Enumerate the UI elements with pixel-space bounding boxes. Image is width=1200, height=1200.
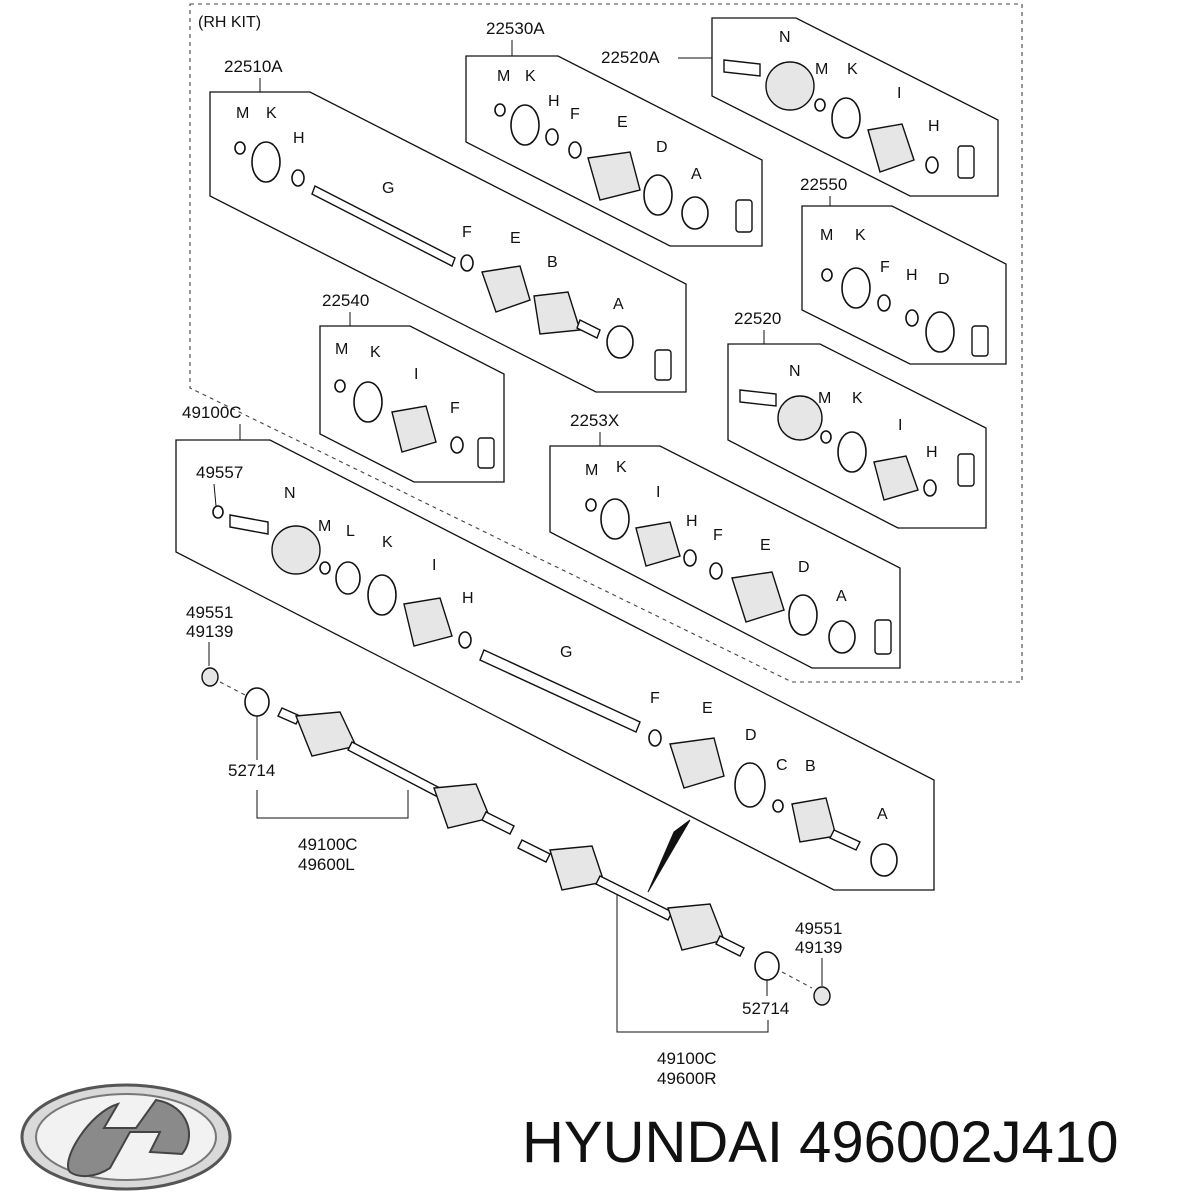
kit-22520A: 22520A N M K I H [601,17,999,197]
part-ref-ref-49600r: 49600R [657,1069,717,1088]
part-letter-d: D [745,727,757,744]
part-letter-f: F [570,106,580,123]
part-letter-i: I [897,85,901,102]
part-letter-h: H [686,513,698,530]
part-ref-ref-49139-l: 49139 [186,622,233,641]
kit-22510A: 22510A M K H G F E B A [209,57,687,393]
part-ref-kit-22520: 22520 [734,309,781,328]
part-ref-ref-49100c-l: 49100C [298,835,358,854]
part-ref-ref-52714-l: 52714 [228,761,275,780]
part-letter-g: G [382,180,394,197]
kit-22530A: 22530A M K H F E D A [465,19,763,247]
part-ref-kit-22540: 22540 [322,291,369,310]
part-letter-f: F [650,690,660,707]
part-letter-n: N [789,363,801,380]
part-letter-e: E [510,230,521,247]
part-letter-f: F [880,259,890,276]
part-letter-h: H [548,93,560,110]
part-ref-kit-2253x: 2253X [570,411,619,430]
part-letter-m: M [818,390,831,407]
part-letter-e: E [760,537,771,554]
part-letter-i: I [898,417,902,434]
part-letter-k: K [266,105,277,122]
part-letter-f: F [713,527,723,544]
part-letter-a: A [613,296,624,313]
kit-22540: 22540 M K I F [319,291,505,483]
kit-49100C: 49100C 49557 N M L K I H G F E D C B A [175,403,935,891]
part-letter-e: E [617,114,628,131]
part-letter-i: I [414,366,418,383]
part-letter-d: D [938,271,950,288]
part-ref-kit-22520a: 22520A [601,48,660,67]
part-letter-h: H [293,130,305,147]
part-letter-n: N [779,29,791,46]
part-letter-m: M [236,105,249,122]
part-letter-n: N [284,485,296,502]
part-letter-m: M [585,462,598,479]
part-letter-m: M [815,61,828,78]
part-letter-h: H [906,267,918,284]
part-ref-ref-49100c-r: 49100C [657,1049,717,1068]
part-ref-ref-49600l: 49600L [298,855,355,874]
ref-22510A: 22510A [224,57,283,76]
hyundai-logo [20,1083,232,1191]
assembled-shaft-left: 49551 49139 52714 49100C 49600L [186,603,515,874]
part-letter-f: F [450,400,460,417]
part-letter-m: M [820,227,833,244]
part-letter-k: K [855,227,866,244]
part-letter-h: H [462,590,474,607]
part-letter-g: G [560,644,572,661]
part-letter-k: K [525,68,536,85]
kit-22520: 22520 N M K I H [727,309,987,529]
kit-2253X: 2253X M K I H F E D A [549,411,901,669]
kit-22550: 22550 M K F H D [800,175,1007,365]
part-letter-k: K [616,459,627,476]
part-letter-c: C [776,757,788,774]
part-letter-a: A [877,806,888,823]
part-letter-a: A [836,588,847,605]
part-letter-l: L [346,523,355,540]
part-letter-h: H [928,118,940,135]
part-letter-m: M [318,518,331,535]
part-ref-ref-49139-r: 49139 [795,938,842,957]
part-letter-f: F [462,224,472,241]
part-letter-d: D [798,559,810,576]
part-ref-ref-52714-r: 52714 [742,999,789,1018]
rh-kit-outline [189,3,1023,683]
part-ref-ref-49557: 49557 [196,463,243,482]
part-letter-k: K [852,390,863,407]
part-letter-b: B [805,758,816,775]
part-letter-k: K [370,344,381,361]
rh-kit-title: (RH KIT) [198,14,261,31]
part-ref-ref-49551-r: 49551 [795,919,842,938]
part-letter-i: I [432,557,436,574]
part-ref-kit-22530a: 22530A [486,19,545,38]
part-ref-ref-49551-l: 49551 [186,603,233,622]
part-letter-b: B [547,254,558,271]
assembled-shaft-right: 49551 49139 52714 49100C 49600R [517,819,842,1088]
brand-caption: HYUNDAI 496002J410 [522,1110,1118,1175]
part-ref-kit-22550: 22550 [800,175,847,194]
part-letter-m: M [335,341,348,358]
part-letter-m: M [497,68,510,85]
part-letter-e: E [702,700,713,717]
part-letter-i: I [656,484,660,501]
part-letter-h: H [926,444,938,461]
part-letter-d: D [656,139,668,156]
part-letter-k: K [847,61,858,78]
part-letter-k: K [382,534,393,551]
part-ref-kit-49100c: 49100C [182,403,242,422]
part-letter-a: A [691,166,702,183]
